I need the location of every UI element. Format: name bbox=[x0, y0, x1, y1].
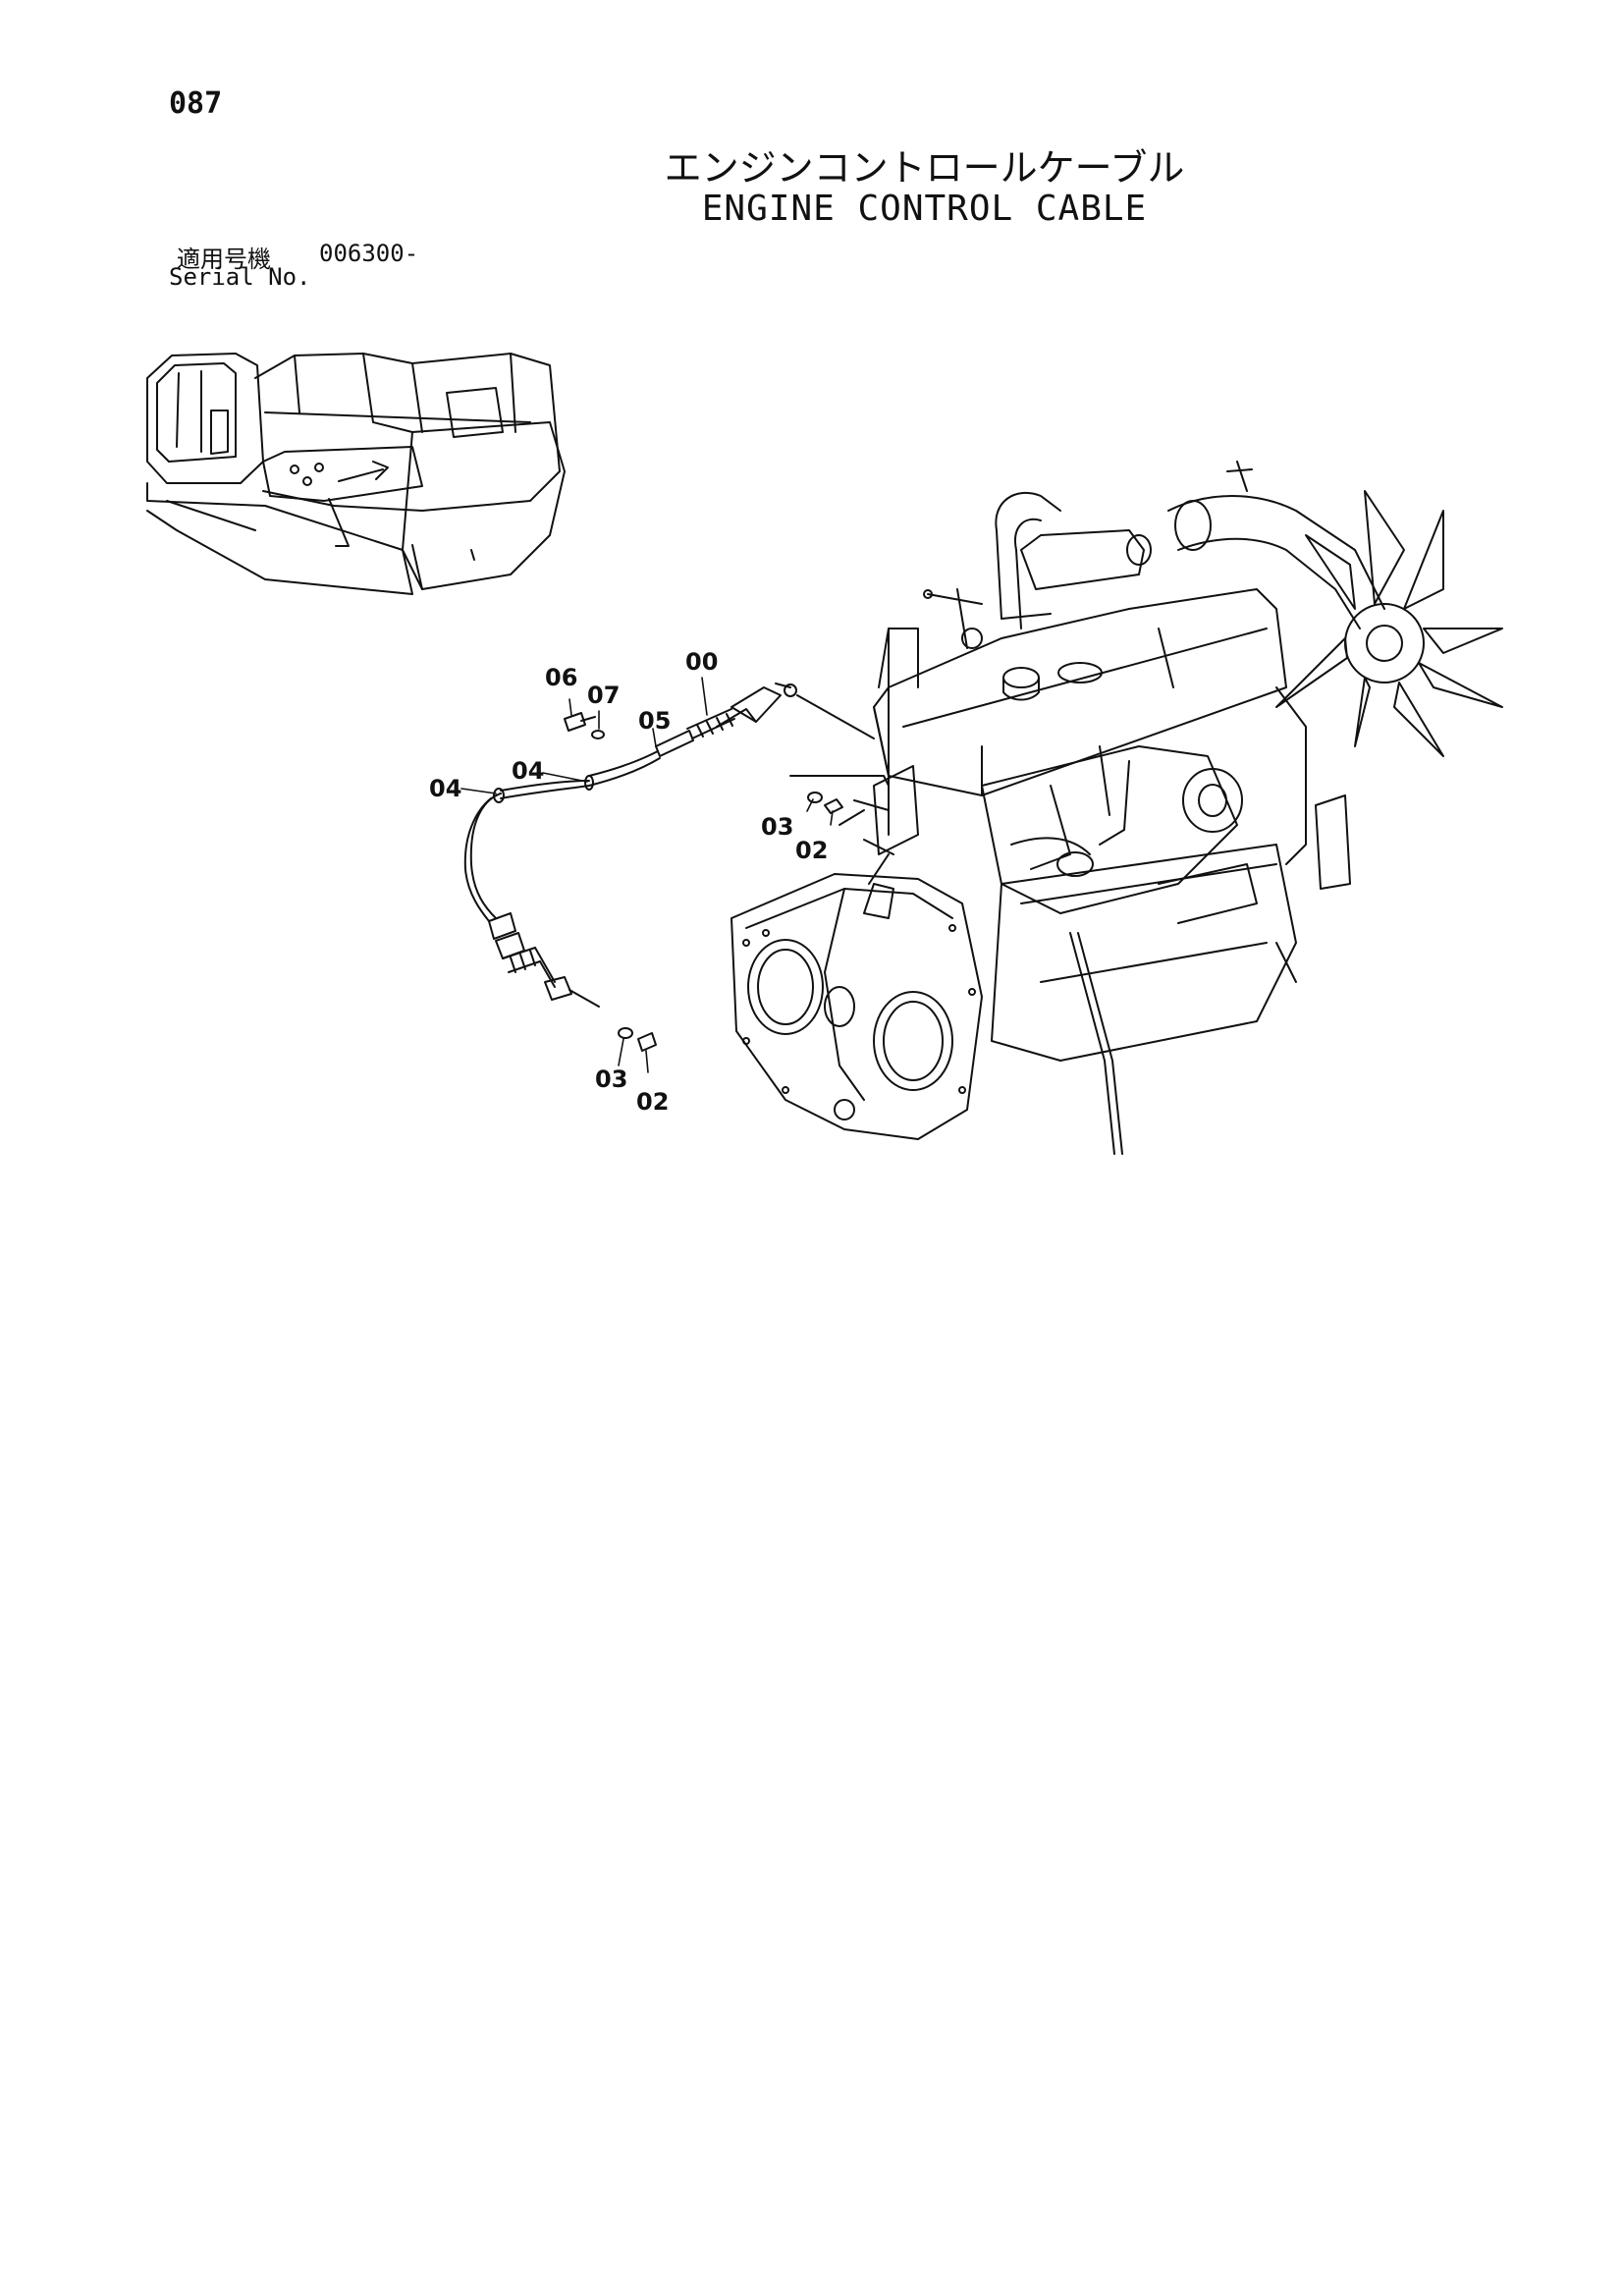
page-title-en: ENGINE CONTROL CABLE bbox=[701, 189, 1148, 229]
leader-lines bbox=[460, 677, 834, 1073]
serial-label-en: Serial No. bbox=[169, 263, 311, 291]
callout-05: 05 bbox=[638, 707, 671, 735]
callout-03-lower: 03 bbox=[595, 1066, 627, 1093]
callout-00: 00 bbox=[685, 648, 718, 676]
callout-02-upper: 02 bbox=[795, 837, 828, 864]
serial-label-jp: 適用号機 bbox=[177, 246, 271, 273]
callout-03-upper: 03 bbox=[761, 813, 793, 841]
machine-overview-drawing bbox=[146, 353, 566, 595]
callout-07: 07 bbox=[587, 682, 620, 709]
callout-04-upper: 04 bbox=[512, 757, 544, 785]
cooling-fan bbox=[1226, 461, 1503, 757]
page-title-jp: エンジンコントロールケーブル bbox=[664, 146, 1185, 190]
engine-control-cable-drawing bbox=[463, 683, 875, 1008]
callout-04-left: 04 bbox=[429, 775, 461, 802]
hardware-parts bbox=[564, 712, 843, 1052]
page-number: 087 bbox=[169, 86, 223, 121]
callout-06: 06 bbox=[545, 664, 577, 691]
serial-value: 006300- bbox=[319, 240, 419, 267]
engine-assembly-drawing bbox=[730, 461, 1503, 1155]
flywheel-housing bbox=[730, 853, 983, 1140]
callout-02-lower: 02 bbox=[636, 1088, 669, 1116]
